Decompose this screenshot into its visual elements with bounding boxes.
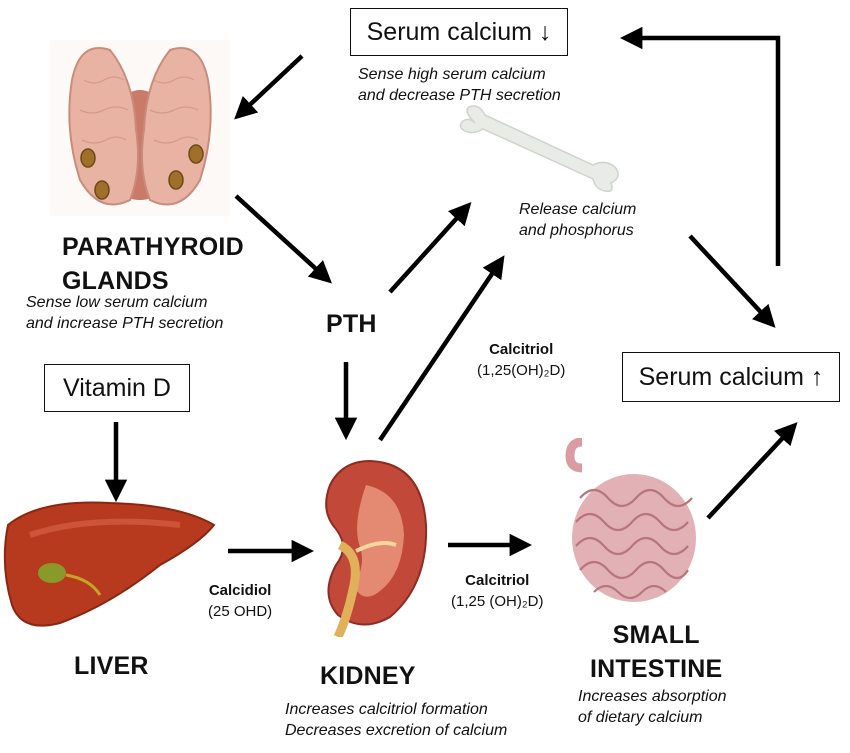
arrow-parathyroid-to-pth — [234, 194, 332, 284]
vitamin-d-box: Vitamin D — [44, 364, 190, 412]
parathyroid-glands-label: PARATHYROID GLANDS — [62, 233, 244, 295]
arrow-pth-to-bone — [388, 201, 472, 294]
arrow-intestine-to-serum-high — [706, 422, 798, 520]
intestine-note: Increases absorption of dietary calcium — [578, 688, 727, 726]
kidney-label: KIDNEY — [320, 662, 416, 690]
bone-image — [459, 105, 619, 193]
arrow-bone-to-serum-high — [688, 234, 776, 328]
bone-note: Release calcium and phosphorus — [519, 201, 637, 239]
serum-calcium-low-box: Serum calcium ↓ — [350, 8, 568, 56]
arrow-serum-low-to-parathyroid — [234, 54, 304, 120]
serum-calcium-high-box: Serum calcium ↑ — [622, 352, 840, 402]
small-intestine-image — [565, 438, 696, 602]
liver-image — [3, 501, 216, 627]
sense-high-note: Sense high serum calcium and decrease PT… — [358, 66, 561, 104]
small-intestine-label: SMALL INTESTINE — [590, 621, 723, 683]
arrow-kidney-to-bone — [378, 255, 505, 442]
sense-low-note: Sense low serum calcium and increase PTH… — [26, 294, 224, 332]
kidney-image — [325, 459, 428, 637]
pth-label: PTH — [326, 310, 377, 338]
parathyroid-glands-image — [50, 40, 230, 216]
calcitriol-bone-label: Calcitriol (1,25(OH)₂D) — [477, 341, 566, 379]
kidney-note: Increases calcitriol formation Decreases… — [285, 701, 508, 739]
liver-label: LIVER — [74, 652, 149, 680]
calcitriol-intestine-label: Calcitriol (1,25 (OH)₂D) — [451, 572, 544, 610]
arrow-serum-high-to-serum-low — [619, 26, 781, 266]
calcidiol-label: Calcidiol (25 OHD) — [208, 582, 273, 620]
